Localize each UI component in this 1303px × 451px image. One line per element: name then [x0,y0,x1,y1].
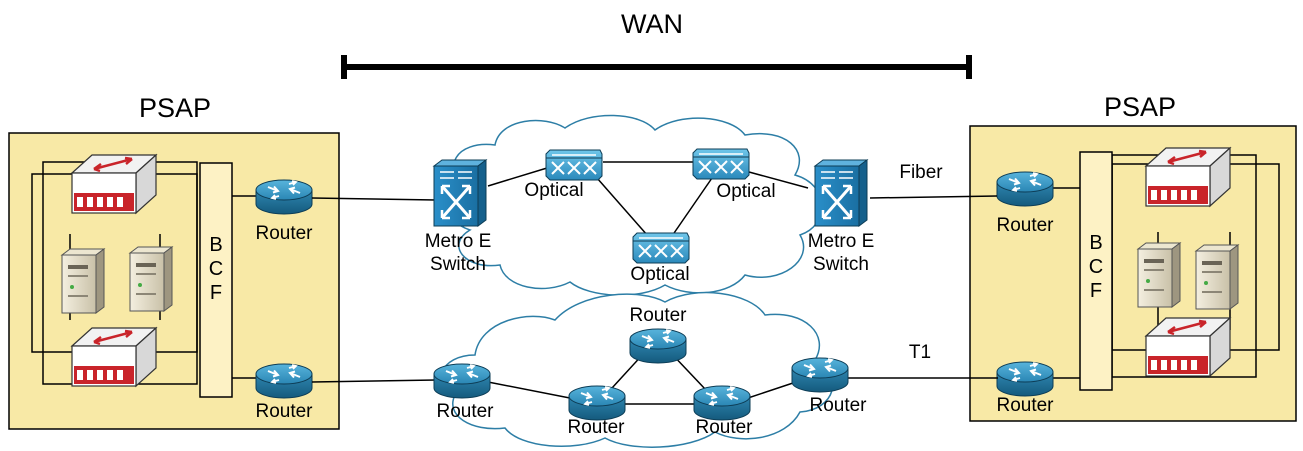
optical-label: Optical [630,264,689,285]
server-icon [1195,244,1239,310]
metro-e-switch-label: Switch [813,254,869,275]
router-icon [996,361,1054,397]
bcf-letter: F [210,282,222,304]
bcf-letter: C [1089,256,1103,278]
psap-left-bcf [199,162,233,398]
router-icon [255,179,313,215]
router-label: Router [436,401,494,422]
fiber-link-label: Fiber [899,162,943,183]
call-handling-switch-icon [1144,146,1232,208]
call-handling-switch-icon [70,326,158,388]
router-icon [693,385,751,421]
psap-left-label: PSAP [139,93,211,123]
optical-label: Optical [524,180,583,201]
bcf-letter: B [209,234,222,256]
optical-label: Optical [716,181,775,202]
router-icon [629,328,687,364]
metro-e-switch-label: Metro E [425,231,492,252]
call-handling-switch-icon [1144,316,1232,378]
server-icon [1137,242,1181,308]
router-label: Router [255,401,313,422]
metro-e-switch-icon [432,158,488,228]
metro-e-switch-label: Switch [430,254,486,275]
server-icon [61,248,105,314]
router-icon [791,357,849,393]
psap-right-bcf [1079,151,1113,391]
router-label: Router [255,223,313,244]
wan-label: WAN [621,9,683,39]
router-label: Router [695,417,753,438]
call-handling-switch-icon [70,153,158,215]
optical-switch-icon [692,148,750,180]
bcf-letter: B [1089,232,1102,254]
router-label: Router [809,395,867,416]
router-icon [568,385,626,421]
router-label: Router [567,417,625,438]
t1-link-label: T1 [909,342,931,363]
wan-span [341,55,972,79]
metro-e-switch-icon [813,158,869,228]
router-label: Router [629,305,687,326]
metro-e-switch-label: Metro E [808,231,875,252]
router-label: Router [996,215,1054,236]
router-icon [433,363,491,399]
bcf-letter: F [1090,280,1102,302]
psap-right-label: PSAP [1104,92,1176,122]
optical-switch-icon [545,149,603,181]
bcf-letter: C [209,258,223,280]
server-icon [129,246,173,312]
router-icon [996,171,1054,207]
optical-switch-icon [632,232,690,264]
router-label: Router [996,395,1054,416]
router-icon [255,363,313,399]
